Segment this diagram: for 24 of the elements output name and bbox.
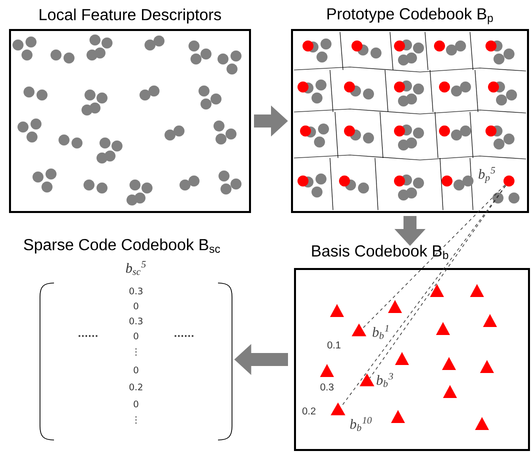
vector-entry: 0.2 — [129, 384, 142, 390]
vector-label: b$_{b}$1 — [372, 325, 388, 339]
panel-title: Basis Codebook B$_{b}$ — [312, 244, 448, 260]
dashed-line — [362, 184, 506, 330]
panel-title: Prototype Codebook B$_{p}$ — [327, 8, 493, 24]
vector-entry: 0 — [134, 332, 138, 340]
ellipsis: ...... — [174, 335, 194, 337]
vector-entry: 0 — [134, 302, 138, 310]
ellipsis: ...... — [78, 335, 98, 337]
vector-entry: 0.3 — [129, 288, 142, 294]
vector-entry: 0 — [134, 400, 138, 408]
panel-title: Sparse Code Codebook B$_{sc}$ — [24, 238, 220, 254]
dashed-line — [369, 185, 506, 378]
vector-label: b$_{b}$3 — [376, 373, 394, 387]
dashed-line — [340, 185, 506, 408]
weight-label: 0.1 — [327, 341, 340, 349]
panel-title: Local Feature Descriptors — [40, 8, 221, 24]
weight-label: 0.2 — [302, 407, 316, 415]
vector-label: b$_{p}$5 — [478, 167, 496, 183]
weight-label: 0.3 — [320, 383, 334, 391]
vector-label: b$_{sc}$5 — [126, 261, 146, 275]
vector-entry: 0 — [134, 366, 138, 374]
vector-entry: 0.3 — [129, 318, 142, 324]
vector-label: b$_{b}$10 — [350, 416, 372, 431]
